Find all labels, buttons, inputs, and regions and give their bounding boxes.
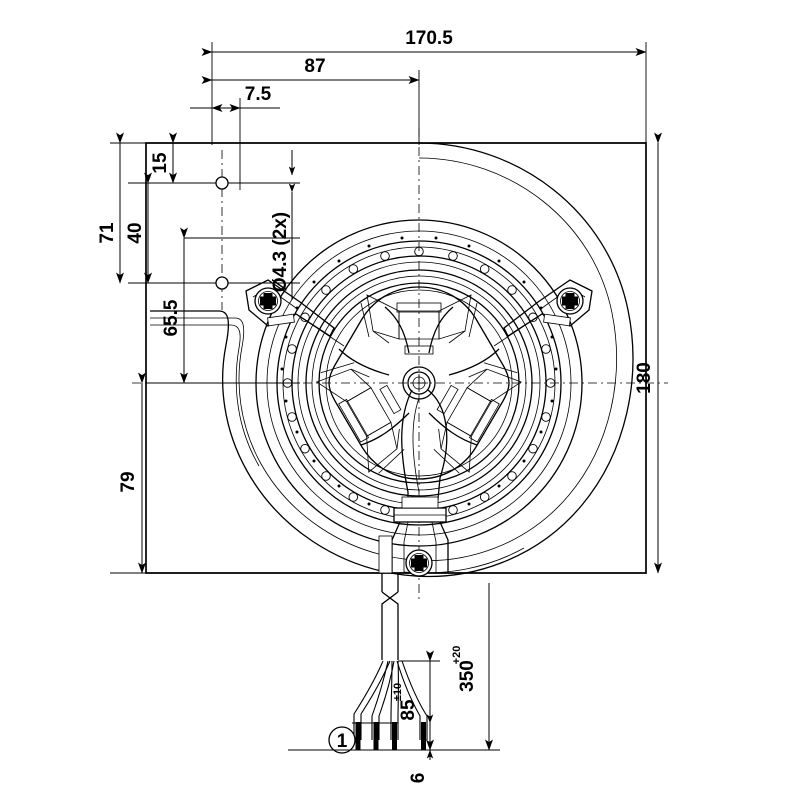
hole-diameter-callout: Ø4.3 (2x) — [228, 150, 296, 300]
impeller-rotor — [305, 269, 533, 497]
dimension-center-to-bottom: 79 — [118, 372, 146, 574]
dimension-strip-length: 6 — [408, 713, 434, 784]
dimension-hole-spacing: 40 — [125, 172, 152, 284]
dimension-hole-top-offset-label: 15 — [150, 152, 171, 174]
dimension-lead-split: 85 ±10 — [392, 650, 434, 751]
internal-cable-loop — [401, 389, 448, 521]
power-cable — [381, 573, 399, 660]
dimension-edge-offset: 7.5 — [190, 84, 280, 112]
dimension-cable-length-label: 350 — [457, 660, 478, 692]
dimension-center-from-top: 65.5 — [161, 227, 300, 384]
dimension-strip-length-label: 6 — [408, 773, 429, 784]
dimension-hole-group-height: 71 — [97, 132, 124, 284]
mount-bracket-left — [245, 279, 345, 347]
dimension-cable-length-tolerance: +20 — [451, 646, 463, 665]
dimension-cable-length: 350 +20 — [451, 583, 493, 751]
dimension-center-to-bottom-label: 79 — [118, 471, 139, 492]
dimension-overall-width: 170.5 — [201, 28, 647, 56]
item-callout-1: 1 — [328, 726, 356, 754]
dimension-hole-spacing-label: 40 — [125, 222, 146, 243]
dimension-overall-height-label: 180 — [634, 362, 655, 394]
shroud-rivet-marks — [280, 236, 558, 517]
centerlines — [132, 128, 668, 600]
dimension-hole-top-offset: 15 — [150, 132, 177, 184]
extension-lines-top — [211, 42, 647, 190]
dimension-lead-split-tolerance: ±10 — [392, 683, 404, 701]
mounting-holes — [215, 176, 229, 290]
outline-rectangle — [145, 142, 647, 574]
dimension-edge-offset-label: 7.5 — [245, 84, 272, 105]
dimension-lead-split-label: 85 — [398, 699, 419, 721]
dimension-hole-group-height-label: 71 — [97, 222, 118, 244]
screw-head-left-icon — [260, 293, 276, 309]
scroll-housing — [150, 142, 634, 578]
dimension-width-to-center: 87 — [201, 56, 420, 84]
screw-head-bottom-icon — [411, 555, 427, 571]
screw-head-right-icon — [562, 293, 578, 309]
mount-bracket-right — [493, 279, 593, 347]
extension-lines-left — [110, 142, 300, 574]
cable-outlet-bracket — [378, 496, 449, 577]
dimension-overall-height: 180 — [634, 132, 662, 574]
hole-diameter-label: Ø4.3 (2x) — [270, 212, 291, 292]
dimension-width-to-center-label: 87 — [304, 56, 325, 77]
dimension-overall-width-label: 170.5 — [405, 28, 453, 49]
item-callout-label: 1 — [337, 731, 348, 752]
dimension-center-from-top-label: 65.5 — [161, 299, 182, 336]
